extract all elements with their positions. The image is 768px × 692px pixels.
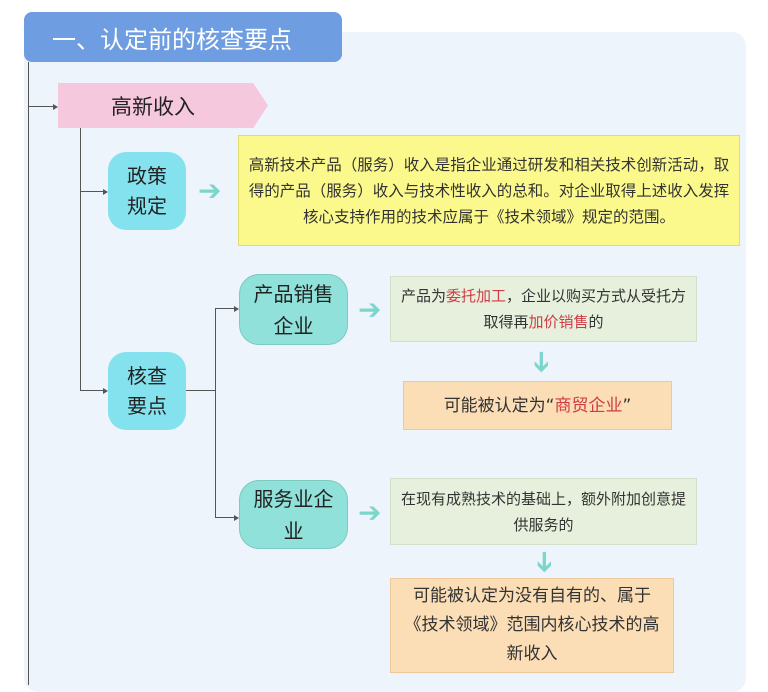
product-sales-node: 产品销售企业 (239, 274, 348, 345)
arrowhead-icon (53, 104, 58, 110)
policy-text-box: 高新技术产品（服务）收入是指企业通过研发和相关技术创新活动，取得的产品（服务）收… (238, 135, 740, 246)
arrow-right-icon: ➔ (358, 496, 382, 529)
text: 产品为 (400, 287, 446, 305)
arrow-right-icon: ➔ (358, 293, 382, 326)
connector (215, 517, 235, 518)
service-node: 服务业企业 (239, 480, 348, 549)
branch-line (80, 128, 81, 391)
text: ” (622, 395, 632, 416)
text: 的 (588, 313, 604, 331)
connector (80, 390, 104, 391)
service-result-box: 可能被认定为没有自有的、属于《技术领域》范围内核心技术的高新收入 (390, 578, 674, 673)
service-result: 可能被认定为没有自有的、属于《技术领域》范围内核心技术的高新收入 (404, 586, 660, 664)
arrowhead-icon (103, 189, 108, 195)
policy-label-line: 政策 (127, 164, 167, 188)
highlight-text: 商贸企业 (554, 395, 623, 416)
root-label: 高新收入 (111, 94, 195, 119)
highlight-text: 委托加工 (445, 287, 506, 305)
product-result: 可能被认定为“商贸企业” (444, 393, 632, 419)
connector (80, 191, 104, 192)
arrow-down-icon: ➔ (528, 550, 562, 574)
check-label-line: 要点 (127, 394, 167, 418)
policy-node: 政策规定 (108, 152, 186, 230)
product-desc-box: 产品为委托加工，企业以购买方式从受托方取得再加价销售的 (390, 276, 697, 342)
service-desc: 在现有成熟技术的基础上，额外附加创意提供服务的 (400, 489, 686, 534)
arrow-right-icon: ➔ (198, 174, 222, 207)
product-desc: 产品为委托加工，企业以购买方式从受托方取得再加价销售的 (399, 283, 688, 335)
service-label: 服务业企业 (253, 486, 334, 543)
policy-label-line: 规定 (127, 194, 167, 218)
service-desc-box: 在现有成熟技术的基础上，额外附加创意提供服务的 (390, 478, 697, 545)
text: 可能被认定为“ (443, 395, 555, 416)
connector (215, 308, 235, 309)
arrowhead-icon (234, 515, 239, 521)
connector (28, 106, 54, 107)
product-result-box: 可能被认定为“商贸企业” (403, 381, 672, 430)
branch-line (215, 308, 216, 518)
check-label-line: 核查 (127, 364, 167, 388)
highlight-text: 加价销售 (528, 313, 589, 331)
arrowhead-icon (103, 388, 108, 394)
product-sales-label: 产品销售企业 (253, 281, 334, 338)
connector (186, 390, 215, 391)
trunk-line (28, 62, 29, 685)
check-node: 核查要点 (108, 352, 186, 430)
text: ，企业以购买方式从受托方取得再 (483, 287, 687, 331)
root-node: 高新收入 (58, 83, 268, 128)
section-title: 一、认定前的核查要点 (24, 12, 342, 62)
arrow-down-icon: ➔ (525, 350, 559, 374)
policy-text: 高新技术产品（服务）收入是指企业通过研发和相关技术创新活动，取得的产品（服务）收… (248, 155, 730, 226)
arrowhead-icon (234, 306, 239, 312)
section-title-text: 一、认定前的核查要点 (52, 25, 292, 54)
